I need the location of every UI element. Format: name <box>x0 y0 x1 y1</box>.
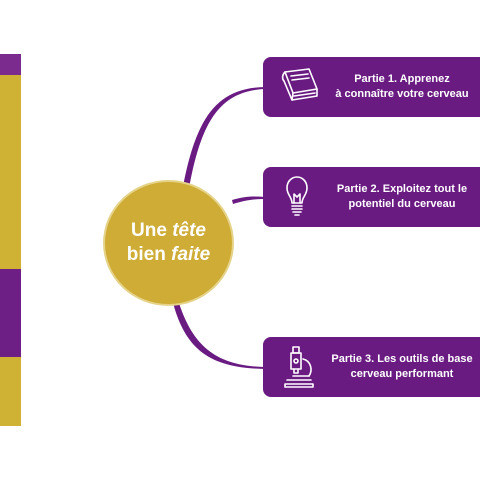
part-3-card[interactable]: Partie 3. Les outils de base cerveau per… <box>263 337 480 397</box>
part-3-label-line-1: Partie 3. Les outils de base <box>331 353 473 365</box>
side-strip-purple-top <box>0 54 21 75</box>
part-2-label-line-1: Partie 2. Exploitez tout le <box>336 183 468 195</box>
central-topic-line-2-plain: bien <box>126 244 172 265</box>
part-1-card[interactable]: Partie 1. Apprenez à connaître votre cer… <box>263 57 480 117</box>
part-1-label-line-1: Partie 1. Apprenez <box>354 73 450 85</box>
part-2-card[interactable]: Partie 2. Exploitez tout le potentiel du… <box>263 167 480 227</box>
central-topic-line-1-italic: tête <box>172 220 206 241</box>
connector-part-2 <box>232 196 265 204</box>
side-strip-gold-lower <box>0 357 21 426</box>
central-topic-line-1-plain: Une <box>131 220 173 241</box>
part-3-label-line-2: cerveau performant <box>350 368 454 380</box>
part-2-label-line-2: potentiel du cerveau <box>348 198 456 210</box>
central-topic-line-1: Une tête <box>131 219 206 243</box>
part-1-label-line-2: à connaître votre cerveau <box>335 88 469 100</box>
book-icon <box>279 63 319 111</box>
side-strip-gold-upper <box>0 75 21 269</box>
microscope-icon <box>279 343 319 391</box>
connector-part-3 <box>173 300 265 369</box>
central-topic-node: Une tête bien faite <box>103 180 234 306</box>
part-3-label: Partie 3. Les outils de base cerveau per… <box>325 337 479 397</box>
lightbulb-icon <box>279 173 319 221</box>
central-topic-line-2-italic: faite <box>171 244 211 265</box>
part-2-label: Partie 2. Exploitez tout le potentiel du… <box>325 167 479 227</box>
central-topic-line-2: bien faite <box>127 243 210 267</box>
part-1-label: Partie 1. Apprenez à connaître votre cer… <box>325 57 479 117</box>
side-strip-purple-middle <box>0 269 21 357</box>
connector-part-1 <box>182 87 265 194</box>
